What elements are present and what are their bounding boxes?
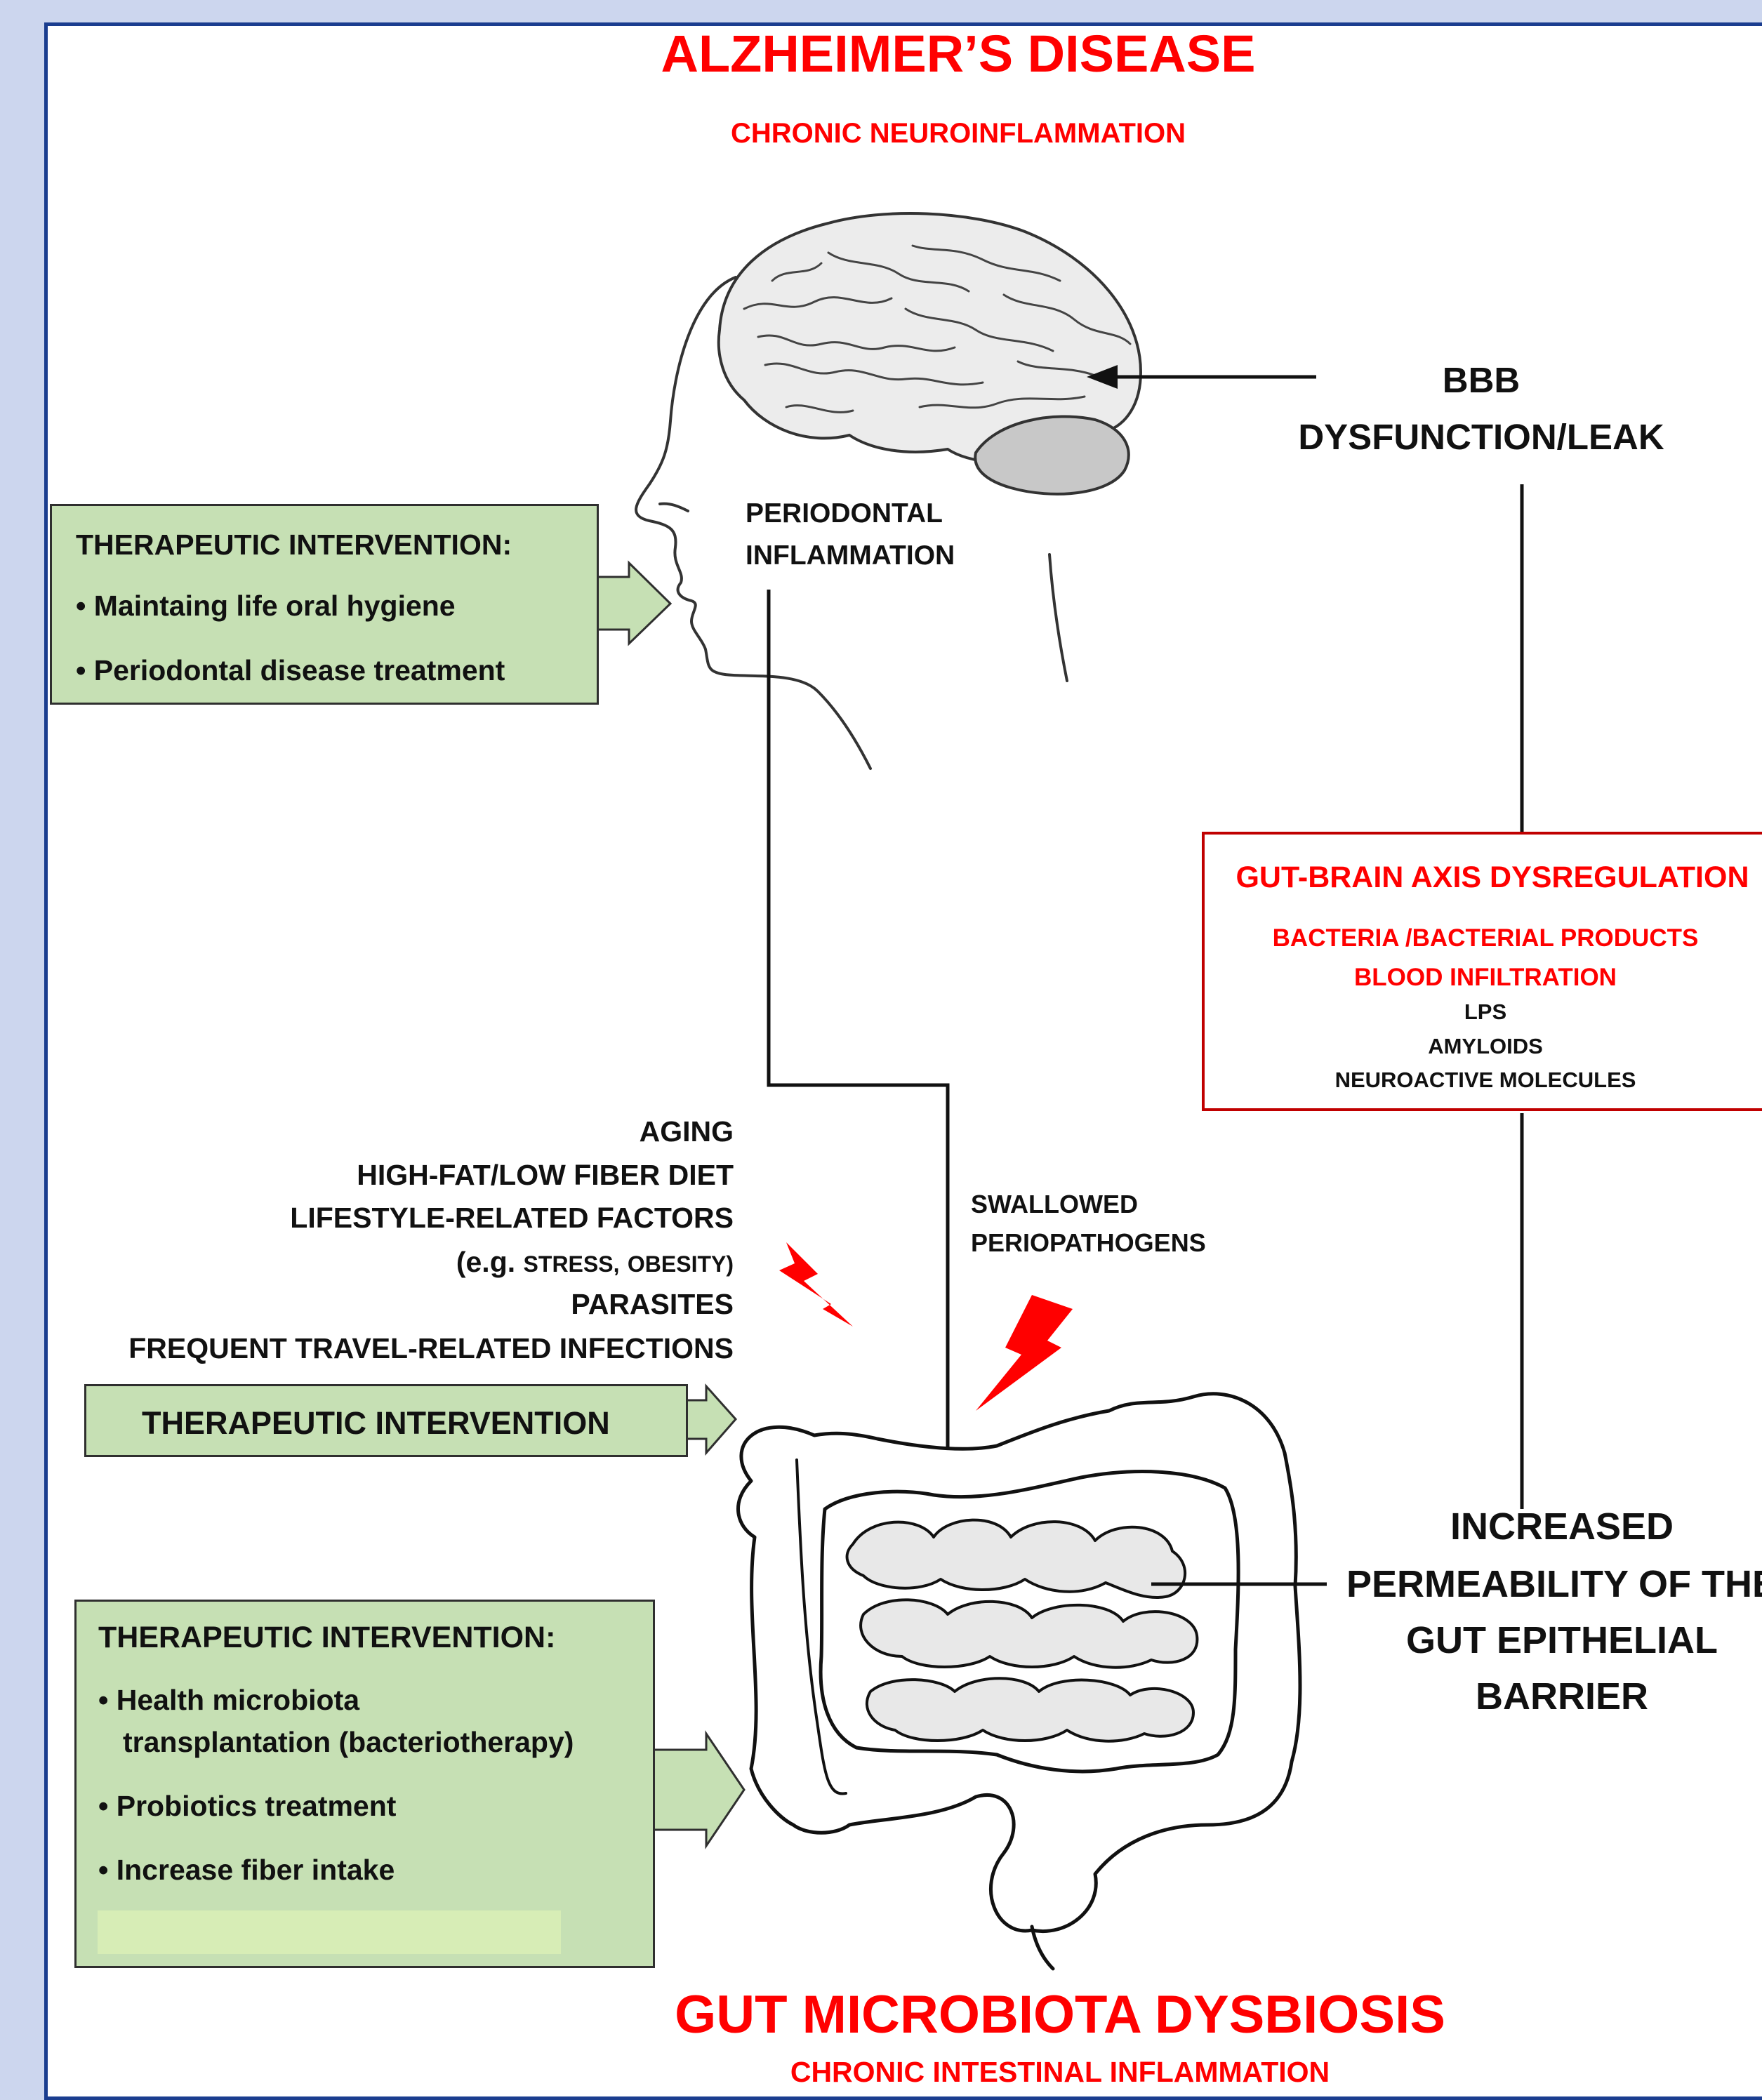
factor-lifestyle: LIFESTYLE-RELATED FACTORS	[290, 1204, 734, 1232]
bbb-label: BBB	[1443, 362, 1521, 398]
factor-aging: AGING	[640, 1117, 734, 1146]
factor-eg-obesity: OBESITY)	[628, 1251, 734, 1277]
periopathogens-label: PERIOPATHOGENS	[971, 1230, 1206, 1256]
gut-therapy-item: • Probiotics treatment	[98, 1792, 396, 1821]
gut-therapy-item-continued: transplantation (bacteriotherapy)	[123, 1728, 574, 1757]
axis-blood-line: BLOOD INFILTRATION	[1354, 965, 1617, 990]
bbb-dysfunction-label: DYSFUNCTION/LEAK	[1298, 419, 1664, 455]
swallowed-label: SWALLOWED	[971, 1192, 1138, 1217]
factor-diet: HIGH-FAT/LOW FIBER DIET	[357, 1161, 734, 1190]
permeability-line3: GUT EPITHELIAL	[1406, 1621, 1718, 1659]
factor-eg-stress: STRESS,	[524, 1251, 620, 1277]
gut-therapy-item: • Increase fiber intake	[98, 1856, 395, 1885]
intestine-illustration	[738, 1394, 1299, 1969]
gut-therapy-heading: THERAPEUTIC INTERVENTION:	[98, 1623, 555, 1653]
axis-lps-line: LPS	[1464, 1001, 1506, 1023]
gut-therapy-empty-slot	[98, 1910, 561, 1954]
axis-neuroactive-line: NEUROACTIVE MOLECULES	[1335, 1069, 1636, 1091]
footer-title: GUT MICROBIOTA DYSBIOSIS	[675, 1988, 1445, 2042]
oral-therapy-box: THERAPEUTIC INTERVENTION: • Maintaing li…	[50, 504, 599, 705]
brain-illustration	[719, 213, 1141, 494]
oral-therapy-heading: THERAPEUTIC INTERVENTION:	[76, 531, 512, 559]
lightning-bolt-icon	[779, 1242, 853, 1327]
diet-therapy-box: THERAPEUTIC INTERVENTION	[84, 1384, 688, 1457]
lightning-bolt-icon	[976, 1295, 1073, 1411]
factor-parasites: PARASITES	[571, 1290, 734, 1319]
axis-amyloids-line: AMYLOIDS	[1428, 1035, 1543, 1057]
factor-examples: (e.g. STRESS, OBESITY)	[456, 1248, 734, 1277]
permeability-line1: INCREASED	[1450, 1508, 1674, 1546]
gut-brain-axis-heading: GUT-BRAIN AXIS DYSREGULATION	[1236, 863, 1749, 893]
oral-therapy-item: • Periodontal disease treatment	[76, 656, 505, 685]
diet-therapy-label: THERAPEUTIC INTERVENTION	[142, 1407, 610, 1439]
permeability-line2: PERMEABILITY OF THE	[1346, 1565, 1762, 1603]
axis-bacteria-line: BACTERIA /BACTERIAL PRODUCTS	[1273, 926, 1699, 950]
factor-eg-prefix: (e.g.	[456, 1246, 515, 1278]
gut-therapy-box: THERAPEUTIC INTERVENTION: • Health micro…	[74, 1600, 655, 1968]
gut-therapy-item: • Health microbiota	[98, 1686, 359, 1715]
inflammation-label: INFLAMMATION	[746, 542, 955, 569]
gut-brain-axis-box: GUT-BRAIN AXIS DYSREGULATION BACTERIA /B…	[1202, 832, 1762, 1111]
diagram-title: ALZHEIMER’S DISEASE	[661, 28, 1256, 80]
factor-travel: FREQUENT TRAVEL-RELATED INFECTIONS	[128, 1334, 734, 1363]
footer-subtitle: CHRONIC INTESTINAL INFLAMMATION	[790, 2058, 1330, 2087]
periodontal-label: PERIODONTAL	[746, 500, 943, 527]
diagram-subtitle: CHRONIC NEUROINFLAMMATION	[731, 119, 1186, 147]
oral-therapy-item: • Maintaing life oral hygiene	[76, 592, 456, 620]
permeability-line4: BARRIER	[1476, 1677, 1648, 1715]
